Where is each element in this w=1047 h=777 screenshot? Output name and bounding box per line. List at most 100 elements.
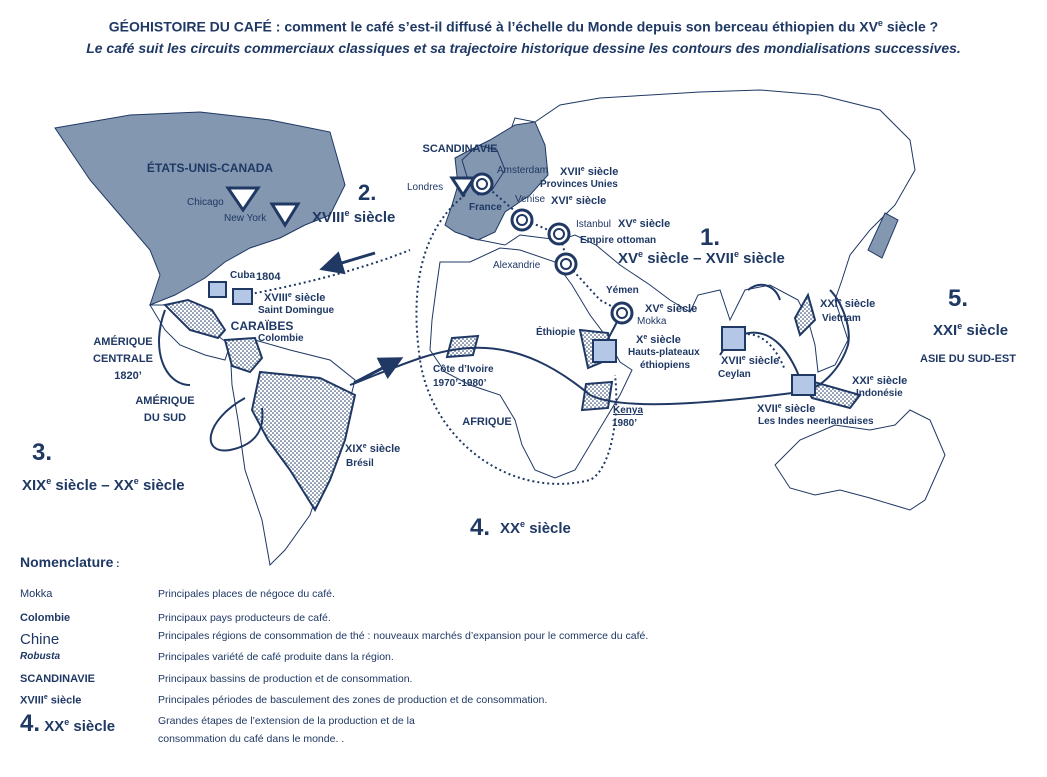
stage-5-label: XXIe siècle (933, 321, 1008, 339)
label-ethiopia: Éthiopie (536, 325, 576, 338)
legend-key-producer: Colombie (20, 612, 71, 624)
alexandria-circle-icon (554, 252, 578, 276)
stage-1-number: 1. (700, 224, 720, 251)
legend-desc-period: Principales périodes de basculement des … (158, 694, 548, 706)
label-venice: Venise (515, 194, 545, 205)
label-indes: Les Indes neerlandaises (758, 416, 874, 427)
legend-key-variety: Robusta (20, 651, 60, 662)
route-dotted-europe-yemen (484, 184, 623, 313)
legend-key-trade-place: Mokka (20, 588, 53, 600)
legend-key-tea-region: Chine (20, 631, 60, 648)
label-mokka: Mokka (637, 316, 667, 327)
label-yemen-period: XVe siècle (645, 303, 697, 315)
map-subtitle: Le café suit les circuits commerciaux cl… (86, 40, 961, 56)
label-south-america: AMÉRIQUE (135, 394, 194, 407)
label-amsterdam: Amsterdam (497, 165, 548, 176)
label-highlands-2: éthiopiens (640, 360, 690, 371)
north-america-region (54, 111, 346, 306)
label-kenya: Kenya (613, 405, 643, 416)
eurasia-outline (451, 89, 916, 373)
label-alexandria: Alexandrie (493, 260, 541, 271)
legend-desc-tea-region: Principales régions de consommation de t… (158, 630, 649, 642)
label-south-america-2: DU SUD (144, 412, 186, 424)
label-highlands-1: Hauts-plateaux (628, 347, 700, 358)
legend-desc-stage-2: consommation du café dans le monde. . (158, 733, 345, 745)
legend-desc-variety: Principales variété de café produite dan… (158, 651, 394, 663)
label-saint-domingue: Saint Domingue (258, 305, 335, 316)
label-colombia: Colombie (258, 333, 304, 344)
label-cuba-date: 1804 (256, 271, 281, 283)
indes-square-icon (791, 374, 816, 396)
saint-domingue-square-icon (232, 288, 253, 305)
label-indonesia: Indonésie (856, 388, 903, 399)
legend-heading: Nomenclature : (20, 554, 120, 570)
label-cuba: Cuba (230, 270, 255, 281)
oceania-outline (774, 409, 946, 511)
brazil-producer (250, 370, 357, 513)
label-london: Londres (407, 182, 443, 193)
stage-1-label: XVe siècle – XVIIe siècle (618, 249, 785, 267)
label-southeast-asia: ASIE DU SUD-EST (920, 353, 1016, 365)
label-indes-period: XVIIe siècle (757, 403, 815, 415)
label-kenya-date: 1980’ (612, 418, 637, 429)
colombia-producer (223, 336, 264, 374)
mokka-circle-icon (610, 301, 634, 325)
cuba-square-icon (208, 281, 227, 298)
legend-key-stage: 4. XXe siècle (20, 710, 116, 737)
venice-circle-icon (510, 208, 534, 232)
label-vietnam-period: XXIe siècle (820, 298, 875, 310)
label-us-canada: ÉTATS-UNIS-CANADA (147, 160, 274, 175)
label-yemen: Yémen (606, 285, 639, 296)
chicago-triangle-icon (225, 186, 261, 213)
legend-desc-stage-1: Grandes étapes de l’extension de la prod… (158, 715, 415, 727)
legend-key-basin: SCANDINAVIE (20, 673, 95, 685)
label-venice-period: XVIe siècle (551, 195, 606, 207)
legend-desc-basin: Principaux bassins de production et de c… (158, 673, 413, 685)
label-provinces-unies: Provinces Unies (540, 179, 618, 190)
stage-3-number: 3. (32, 439, 52, 466)
label-ceylon-period: XVIIe siècle (721, 355, 779, 367)
label-caribbean: CARAÏBES (231, 318, 294, 333)
vietnam-producer (793, 292, 817, 337)
caribbean-producer (162, 298, 227, 340)
label-chicago: Chicago (187, 197, 224, 208)
amsterdam-circle-icon (470, 172, 494, 196)
route-africa-asia (349, 289, 850, 406)
label-vietnam: Vietnam (822, 313, 861, 324)
legend-key-period: XVIIIe siècle (20, 694, 82, 707)
label-istanbul-period: XVe siècle (618, 218, 670, 230)
label-scandinavia: SCANDINAVIE (423, 143, 498, 155)
label-brazil-period: XIXe siècle (345, 443, 400, 455)
stage-3-label: XIXe siècle – XXe siècle (22, 476, 185, 494)
route-dotted-caribbean (244, 249, 411, 296)
arrow-to-americas (319, 251, 376, 275)
label-new-york: New York (224, 213, 267, 224)
route-south-loop (209, 397, 264, 452)
map-title: GÉOHISTOIRE DU CAFÉ : comment le café s’… (108, 18, 939, 35)
stage-2-label: XVIIIe siècle (312, 208, 395, 226)
legend-desc-trade-place: Principales places de négoce du café. (158, 588, 335, 600)
stage-2-number: 2. (358, 180, 376, 205)
label-central-america-2: CENTRALE (93, 353, 153, 365)
label-amsterdam-period: XVIIe siècle (560, 166, 618, 178)
label-ceylon: Ceylan (718, 369, 751, 380)
istanbul-circle-icon (547, 222, 571, 246)
ethiopia-square-icon (592, 339, 617, 363)
kenya-producer (580, 380, 614, 412)
label-cote-ivoire-date: 1970’-1980’ (433, 378, 487, 389)
label-africa: AFRIQUE (462, 416, 512, 428)
stage-4-number: 4. (470, 514, 490, 541)
label-cote-ivoire: Côte d’Ivoire (433, 364, 494, 375)
label-indonesia-period: XXIe siècle (852, 375, 907, 387)
label-central-america: AMÉRIQUE (93, 335, 152, 348)
label-istanbul: Istanbul (576, 219, 611, 230)
route-dotted-london-africa (415, 194, 618, 485)
arrow-to-africa (353, 357, 404, 385)
japan-region (867, 212, 899, 259)
new-york-triangle-icon (269, 202, 301, 228)
south-america-outline (229, 339, 356, 567)
label-ethiopia-period: Xe siècle (636, 334, 681, 346)
legend-desc-producer: Principaux pays producteurs de café. (158, 612, 331, 624)
